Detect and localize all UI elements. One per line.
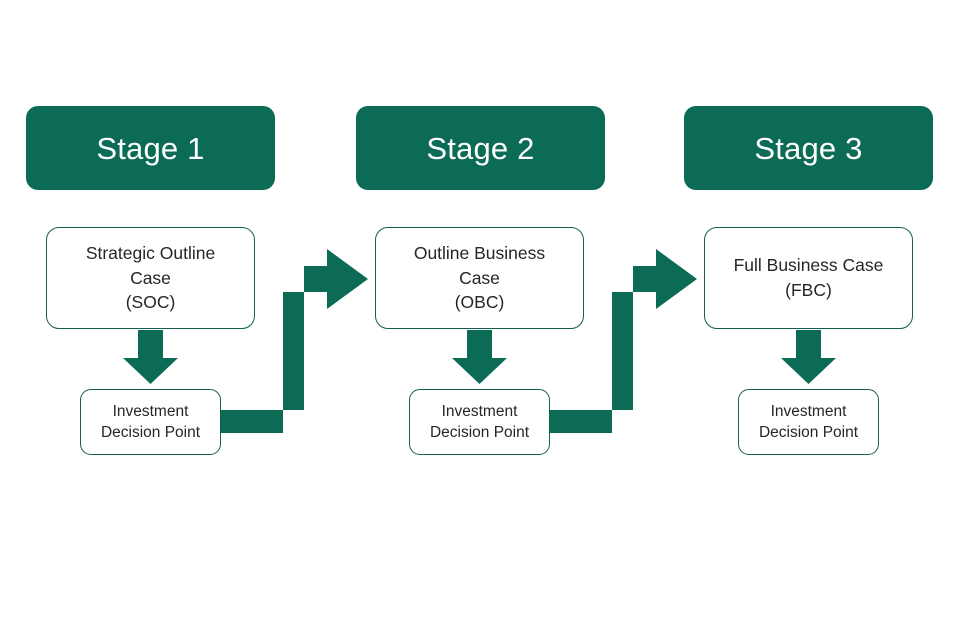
case-box-label: Full Business Case (FBC) <box>733 255 884 300</box>
decision-box-3[interactable]: Investment Decision Point <box>738 389 879 455</box>
case-box-2[interactable]: Outline Business Case (OBC) <box>375 227 584 329</box>
case-box-label: Strategic Outline Case (SOC) <box>85 242 216 313</box>
case-box-label: Outline Business Case (OBC) <box>413 242 546 313</box>
decision-box-2[interactable]: Investment Decision Point <box>409 389 550 455</box>
down-arrow-icon <box>123 330 178 384</box>
decision-box-1[interactable]: Investment Decision Point <box>80 389 221 455</box>
down-arrow-icon <box>452 330 507 384</box>
stage-header-label: Stage 2 <box>426 130 535 166</box>
decision-box-label: Investment Decision Point <box>429 402 530 441</box>
down-arrow-icon <box>781 330 836 384</box>
stage-header-1[interactable]: Stage 1 <box>26 106 275 190</box>
case-box-1[interactable]: Strategic Outline Case (SOC) <box>46 227 255 329</box>
stage-header-label: Stage 3 <box>754 130 863 166</box>
stage-header-2[interactable]: Stage 2 <box>356 106 605 190</box>
stage-header-3[interactable]: Stage 3 <box>684 106 933 190</box>
case-box-3[interactable]: Full Business Case (FBC) <box>704 227 913 329</box>
decision-box-label: Investment Decision Point <box>100 402 201 441</box>
decision-box-label: Investment Decision Point <box>758 402 859 441</box>
stage-header-label: Stage 1 <box>96 130 205 166</box>
